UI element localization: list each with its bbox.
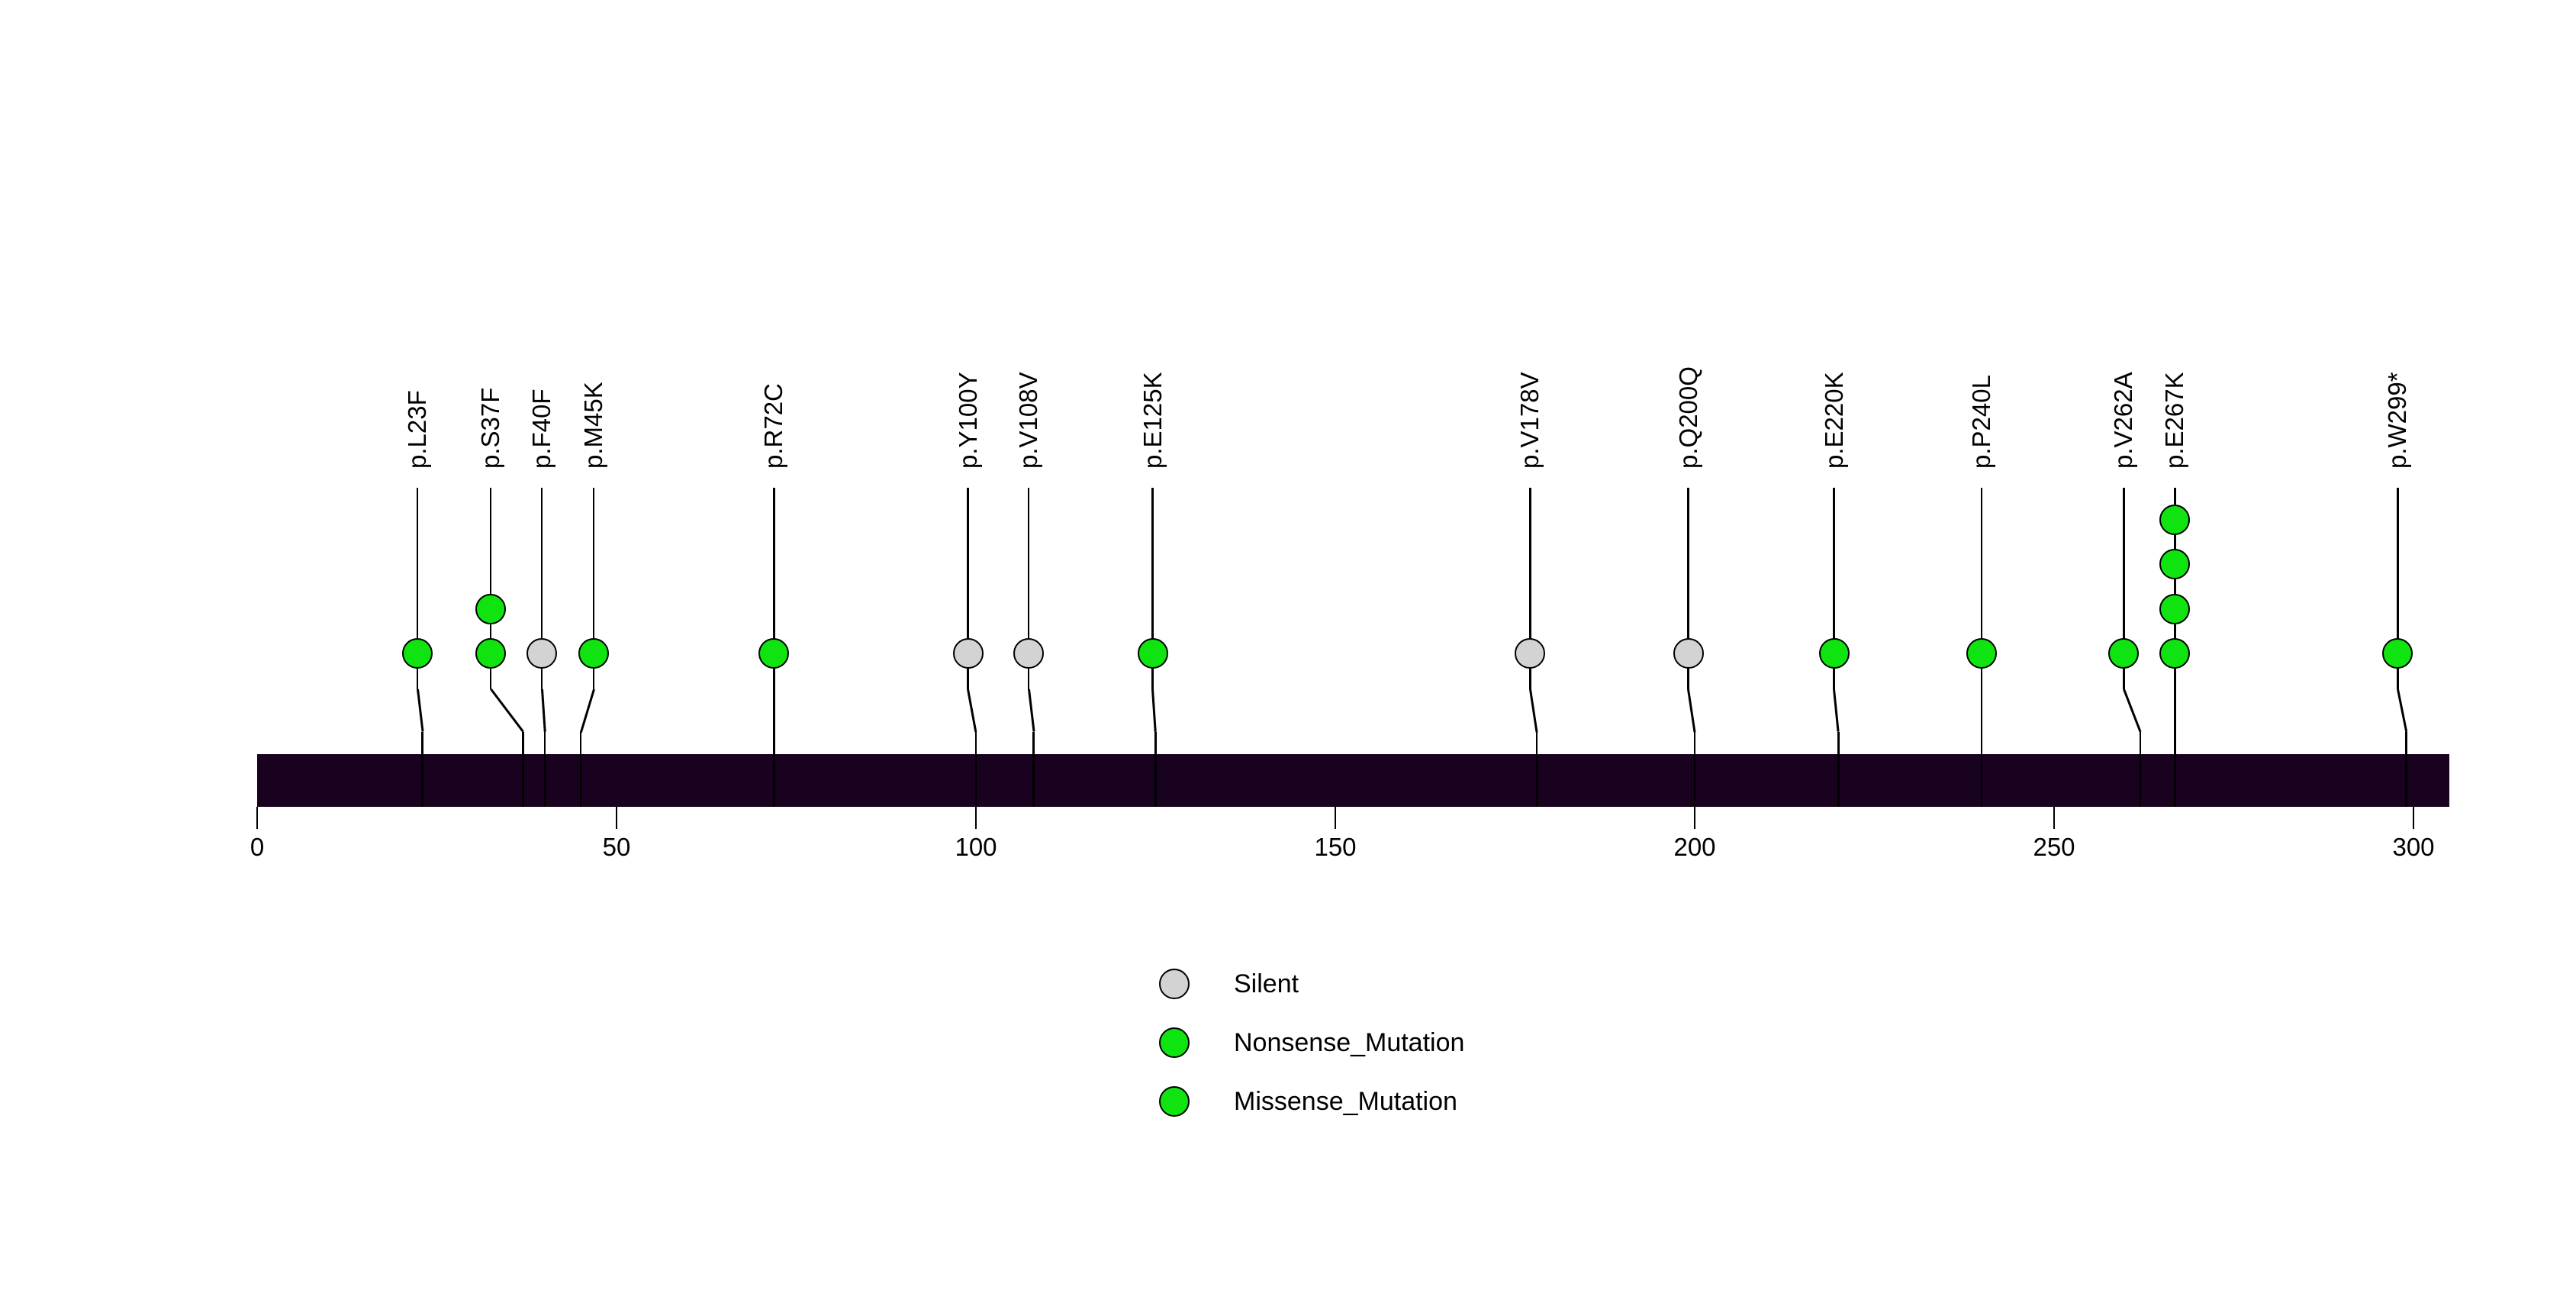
mutation-stem-bend [416,689,423,733]
axis-tick-label: 0 [250,833,265,861]
mutation-circle-missense [475,638,507,669]
axis-tick-line [2412,807,2415,829]
mutation-stem [592,488,595,689]
mutation-label: p.E267K [2160,372,2189,469]
legend-label: Missense_Mutation [1234,1087,1457,1116]
axis-tick-line [615,807,618,829]
mutation-stem [1837,732,1840,807]
mutation-label: p.Y100Y [953,372,982,469]
mutation-stem [2139,732,2142,807]
mutation-circle-missense [475,593,507,624]
axis-tick-line [974,807,977,829]
mutation-stem-bend [2123,689,2142,733]
mutation-label: p.R72C [759,383,788,469]
mutation-circle-silent [952,638,984,669]
mutation-label: p.W299* [2383,372,2412,469]
legend-swatch-nonsense [1159,1027,1190,1058]
mutation-stem-bend [1151,689,1157,733]
mutation-label: p.V108V [1013,372,1042,469]
mutation-label: p.L23F [403,390,432,469]
mutation-stem [540,488,543,689]
axis-tick-line [256,807,259,829]
mutation-label: p.F40F [527,389,556,469]
mutation-circle-missense [402,638,433,669]
mutation-circle-missense [2159,549,2191,579]
mutation-stem-bend [1687,689,1696,733]
mutation-circle-missense [2108,638,2140,669]
mutation-label: p.V178V [1515,372,1544,469]
axis-tick-label: 150 [1314,833,1357,861]
axis-tick-line [1334,807,1337,829]
legend-swatch-silent [1159,969,1190,999]
mutation-stem [416,488,419,689]
mutation-stem [1529,488,1531,689]
legend-item-silent: Silent [1159,967,1299,1001]
mutation-circle-silent [1515,638,1546,669]
mutation-stem-bend [540,689,546,733]
mutation-stem-bend [1833,689,1840,733]
axis-tick-line [2053,807,2056,829]
mutation-circle-silent [1673,638,1704,669]
mutation-stem [1687,488,1689,689]
axis-tick-label: 250 [2033,833,2075,861]
legend-label: Silent [1234,969,1299,998]
mutation-label: p.P240L [1966,375,1995,469]
mutation-stem [2397,488,2399,689]
mutation-stem [1151,488,1154,689]
mutation-stem-bend [579,689,595,733]
mutation-circle-silent [526,638,558,669]
mutation-stem [1833,488,1835,689]
mutation-stem [2123,488,2125,689]
mutation-circle-missense [1137,638,1168,669]
mutation-circle-missense [2159,504,2191,535]
mutation-stem [1032,732,1035,807]
mutation-stem [579,732,582,807]
legend-item-nonsense: Nonsense_Mutation [1159,1026,1464,1059]
mutation-circle-nonsense [2382,638,2413,669]
mutation-stem [1027,488,1030,689]
mutation-circle-missense [1966,638,1997,669]
mutation-label: p.S37F [476,387,505,469]
legend-label: Nonsense_Mutation [1234,1028,1465,1057]
mutation-stem-bend [1027,689,1035,733]
legend-item-missense: Missense_Mutation [1159,1085,1457,1118]
mutation-stem-bend [2397,689,2407,733]
mutation-circle-missense [2159,593,2191,624]
mutation-label: p.Q200Q [1673,366,1702,469]
mutation-circle-missense [578,638,609,669]
mutation-stem [967,488,969,689]
mutation-stem [974,732,977,807]
protein-bar [257,754,2450,807]
mutation-stem [2405,732,2407,807]
mutation-circle-silent [1013,638,1044,669]
axis-tick-line [1693,807,1696,829]
legend-swatch-missense [1159,1086,1190,1117]
mutation-circle-missense [758,638,790,669]
mutation-stem [421,732,423,807]
mutation-stem [1154,732,1157,807]
mutation-stem [522,732,524,807]
mutation-stem-bend [967,689,977,733]
mutation-stem [543,732,546,807]
axis-tick-label: 50 [602,833,631,861]
mutation-stem-bend [1529,689,1538,733]
mutation-label: p.V262A [2109,372,2138,469]
mutation-circle-missense [1818,638,1850,669]
axis-tick-label: 100 [955,833,997,861]
mutation-stem-bend [490,689,524,733]
mutation-label: p.E125K [1138,372,1167,469]
mutation-circle-missense [2159,638,2191,669]
mutation-stem [489,488,492,689]
mutation-label: p.E220K [1819,372,1848,469]
axis-tick-label: 300 [2392,833,2435,861]
axis-tick-label: 200 [1673,833,1716,861]
mutation-label: p.M45K [578,382,607,469]
mutation-stem [1693,732,1696,807]
mutation-stem [1535,732,1538,807]
